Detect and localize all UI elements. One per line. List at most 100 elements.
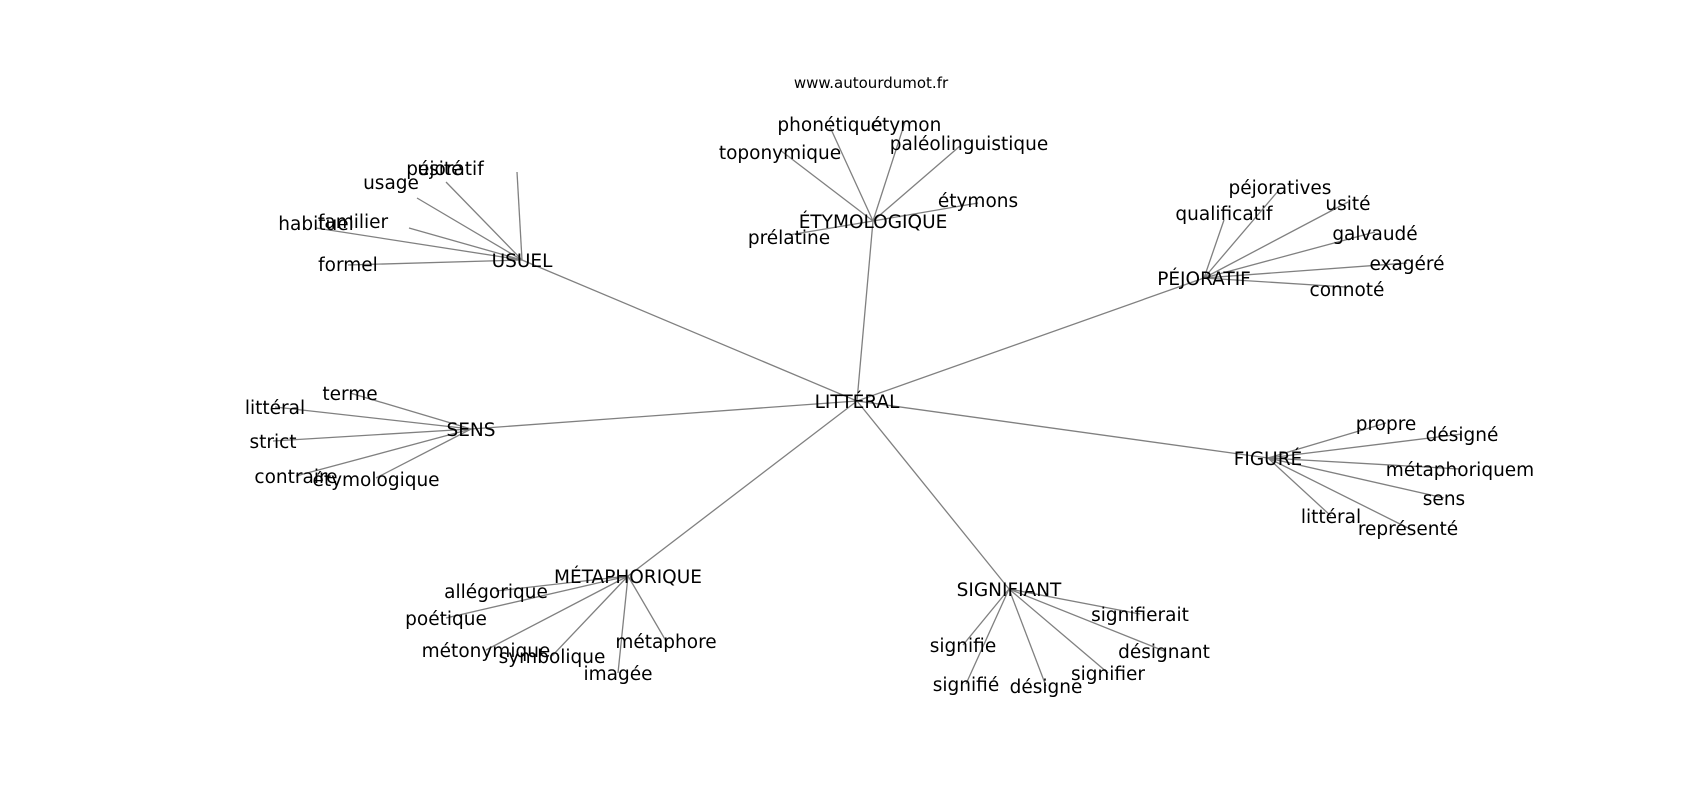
edge-hub-6-word-0 <box>1008 588 1141 615</box>
word-node-label[interactable]: signifier <box>1071 664 1145 685</box>
edge-hub-1-word-0 <box>829 126 874 222</box>
edge-hub-1-word-4 <box>872 202 979 222</box>
edge-hub-2-word-0 <box>1203 189 1280 279</box>
word-node-label[interactable]: signifie <box>930 636 996 657</box>
edge-center-to-2 <box>856 277 1205 402</box>
word-node-label[interactable]: poétique <box>405 609 487 630</box>
word-node-label[interactable]: péjoratives <box>1229 178 1332 199</box>
word-node-label[interactable]: étymon <box>871 115 942 136</box>
word-node-label[interactable]: désignant <box>1118 642 1210 663</box>
edge-hub-2-word-5 <box>1203 277 1347 288</box>
word-node-label[interactable]: contraire <box>254 467 337 488</box>
edge-hub-4-word-4 <box>1267 457 1332 517</box>
edge-hub-4-word-2 <box>1267 457 1461 470</box>
word-node-label[interactable]: désigné <box>1426 425 1499 446</box>
edge-hub-2-word-1 <box>1203 201 1349 279</box>
edge-center-to-3 <box>470 400 858 430</box>
edge-hub-3-word-2 <box>272 428 472 442</box>
edge-hub-6-word-3 <box>1008 588 1109 674</box>
edge-center-to-0 <box>521 259 858 402</box>
edge-hub-4-word-0 <box>1267 422 1387 459</box>
word-node-label[interactable]: représenté <box>1358 519 1458 540</box>
hub-node-label[interactable]: ÉTYMOLOGIQUE <box>799 211 948 233</box>
edge-hub-6-word-4 <box>965 588 1010 685</box>
edge-hub-2-word-3 <box>1203 231 1376 279</box>
edge-hub-1-word-2 <box>872 145 961 222</box>
word-node-label[interactable]: littéral <box>245 398 305 419</box>
word-node-label[interactable]: péjoratif <box>406 159 484 180</box>
edge-center-to-5 <box>627 400 858 577</box>
word-node-label[interactable]: signifierait <box>1091 605 1189 626</box>
edge-hub-0-word-5 <box>347 259 523 266</box>
word-node-label[interactable]: prélatine <box>748 228 830 249</box>
edge-hub-0-word-2 <box>416 197 523 261</box>
edge-hub-0-word-0 <box>516 171 523 261</box>
graph-labels: LITTÉRALusitépéjoratifusagefamilierhabit… <box>245 115 1534 698</box>
edge-hub-3-word-4 <box>375 428 472 479</box>
word-node-label[interactable]: habituel <box>278 214 353 235</box>
edge-hub-1-word-1 <box>872 121 906 222</box>
center-node-label[interactable]: LITTÉRAL <box>815 391 900 413</box>
edge-hub-6-word-5 <box>1008 588 1047 687</box>
edge-hub-3-word-3 <box>295 428 472 477</box>
word-node-label[interactable]: métonymique <box>422 641 551 662</box>
word-node-label[interactable]: allégorique <box>444 582 548 603</box>
word-node-label[interactable]: exagéré <box>1369 254 1444 275</box>
word-node-label[interactable]: toponymique <box>719 143 841 164</box>
word-node-label[interactable]: imagée <box>583 664 652 685</box>
word-node-label[interactable]: strict <box>249 432 296 453</box>
word-node-label[interactable]: symbolique <box>499 647 606 668</box>
edge-center-to-4 <box>856 400 1269 459</box>
edge-hub-5-word-1 <box>445 575 629 619</box>
word-node-label[interactable]: littéral <box>1301 507 1361 528</box>
edge-hub-5-word-0 <box>495 575 629 592</box>
edge-hub-2-word-4 <box>1203 262 1408 279</box>
edge-hub-4-word-5 <box>1267 457 1409 529</box>
word-node-label[interactable]: étymons <box>938 191 1018 212</box>
hub-node-label[interactable]: PÉJORATIF <box>1157 268 1251 290</box>
edge-hub-5-word-5 <box>617 575 629 674</box>
word-node-label[interactable]: étymologique <box>312 470 439 491</box>
graph-edges <box>272 121 1463 687</box>
word-node-label[interactable]: désigne <box>1010 677 1083 698</box>
hub-node-label[interactable]: SIGNIFIANT <box>957 580 1062 601</box>
word-node-label[interactable]: usité <box>417 159 462 180</box>
hub-node-label[interactable]: SENS <box>446 420 495 441</box>
edge-hub-6-word-2 <box>962 588 1010 646</box>
word-node-label[interactable]: phonétique <box>777 115 882 136</box>
word-node-label[interactable]: qualificatif <box>1175 204 1273 225</box>
edge-hub-3-word-0 <box>349 392 472 430</box>
word-node-label[interactable]: paléolinguistique <box>890 134 1048 155</box>
edge-hub-4-word-3 <box>1267 457 1445 499</box>
edge-hub-0-word-4 <box>315 227 523 261</box>
word-node-label[interactable]: usité <box>1325 194 1370 215</box>
word-node-label[interactable]: connoté <box>1310 280 1385 301</box>
word-node-label[interactable]: sens <box>1423 489 1465 510</box>
edge-hub-5-word-2 <box>485 575 629 651</box>
hub-node-label[interactable]: MÉTAPHORIQUE <box>554 566 702 588</box>
edge-hub-3-word-1 <box>274 406 472 430</box>
word-node-label[interactable]: galvaudé <box>1332 224 1417 245</box>
edge-hub-6-word-1 <box>1008 588 1165 652</box>
edge-center-to-6 <box>856 400 1010 590</box>
word-node-label[interactable]: métaphoriquem <box>1386 460 1534 481</box>
edge-hub-4-word-1 <box>1267 433 1463 459</box>
site-watermark: www.autourdumot.fr <box>794 74 949 92</box>
edge-center-to-1 <box>856 220 874 402</box>
hub-node-label[interactable]: USUEL <box>492 251 554 272</box>
word-node-label[interactable]: signifié <box>933 675 999 696</box>
edge-hub-5-word-3 <box>551 575 629 657</box>
word-node-label[interactable]: terme <box>322 384 377 405</box>
word-node-label[interactable]: métaphore <box>615 632 716 653</box>
edge-hub-2-word-2 <box>1203 219 1225 279</box>
word-node-label[interactable]: propre <box>1356 414 1417 435</box>
word-node-label[interactable]: familier <box>318 212 389 233</box>
edge-hub-5-word-4 <box>627 575 667 642</box>
word-node-label[interactable]: formel <box>318 255 378 276</box>
edge-hub-0-word-3 <box>408 227 523 261</box>
hub-node-label[interactable]: FIGURÉ <box>1234 448 1303 470</box>
edge-hub-1-word-5 <box>788 220 874 236</box>
word-node-label[interactable]: usage <box>363 173 419 194</box>
edge-hub-0-word-1 <box>445 181 523 261</box>
